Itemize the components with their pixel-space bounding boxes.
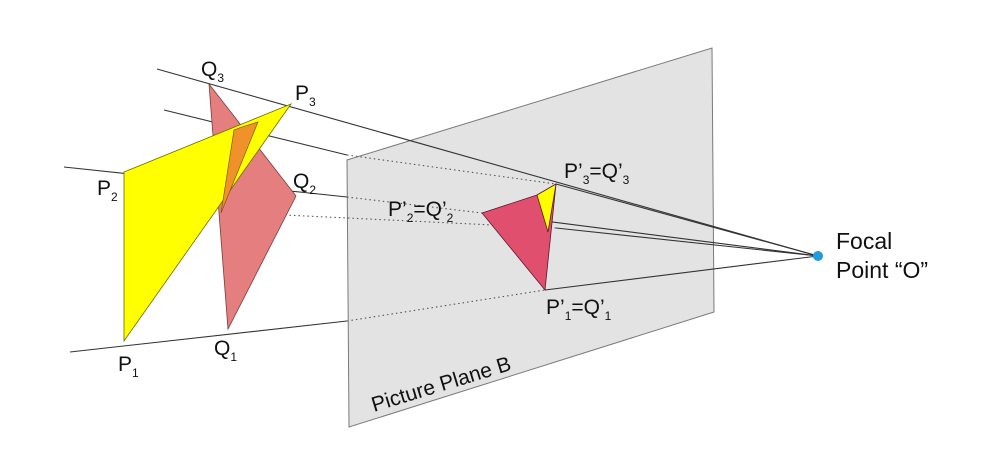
label-q3: Q3: [201, 58, 224, 85]
projection-rays: [63, 68, 819, 353]
ray-p3: [156, 68, 819, 257]
image-triangle-p: [536, 183, 557, 233]
focal-label-line2: Point “O”: [836, 257, 928, 283]
label-image-3: P’3=Q’3: [564, 160, 630, 187]
label-p2: P2: [97, 177, 118, 204]
triangle-overlap: [220, 121, 259, 214]
label-image-1: P’1=Q’1: [546, 296, 612, 323]
ray-p1: [69, 320, 348, 353]
focal-label-line1: Focal: [836, 228, 892, 254]
focal-point-dot: [813, 251, 823, 261]
ray-p2-dotted: [346, 196, 483, 214]
ray-q3-dotted: [346, 154, 557, 185]
triangle-p: [123, 103, 293, 343]
ray-p1-tail: [544, 255, 819, 291]
ray-q2-dotted: [221, 211, 557, 229]
ray-q2-tail: [555, 227, 819, 257]
label-p1: P1: [118, 353, 139, 380]
label-q1: Q1: [214, 337, 237, 364]
label-p3: P3: [295, 82, 316, 109]
label-q2: Q2: [293, 170, 316, 197]
label-image-2: P’2=Q’2: [388, 198, 454, 225]
ray-p1-dotted: [346, 289, 546, 322]
ray-q3-tail: [555, 183, 819, 257]
